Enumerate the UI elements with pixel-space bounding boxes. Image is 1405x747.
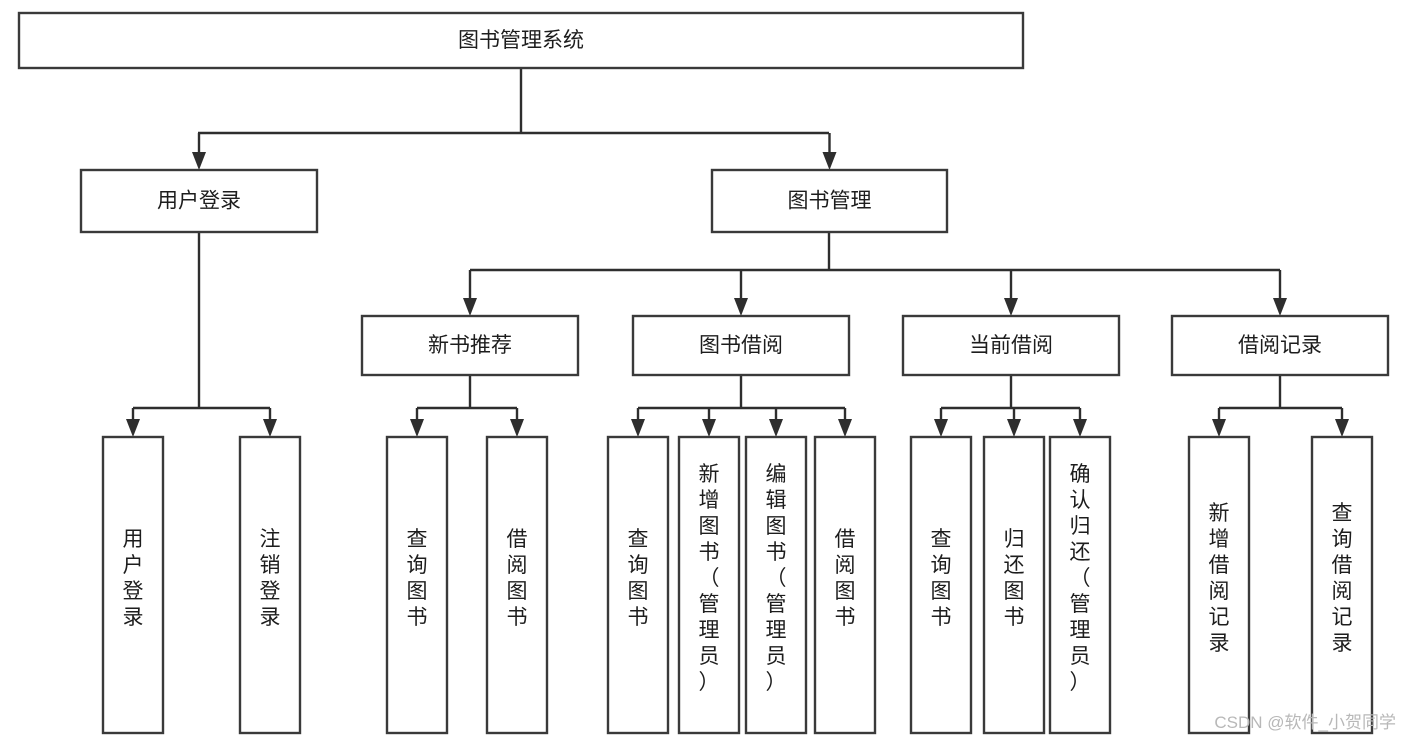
node-leaf-add-borrow-record[interactable]: 新增借阅记录: [1187, 435, 1251, 735]
node-user-login[interactable]: 用户登录: [79, 168, 319, 234]
node-leaf-return-book[interactable]: 归还图书: [982, 435, 1046, 735]
arrow-to-borrow-record-head: [1273, 298, 1287, 316]
arrow-to-leaf-return-book-head: [1007, 419, 1021, 437]
node-label-book-management: 图书管理: [788, 190, 872, 213]
node-box-leaf-add-borrow-record: [1187, 435, 1251, 735]
node-box-current-borrow: [901, 314, 1121, 377]
node-box-leaf-user-login: [101, 435, 165, 735]
node-leaf-user-login[interactable]: 用户登录: [101, 435, 165, 735]
node-leaf-query-borrow-record[interactable]: 查询借阅记录: [1310, 435, 1374, 735]
node-box-user-login: [79, 168, 319, 234]
node-leaf-logout[interactable]: 注销登录: [238, 435, 302, 735]
node-leaf-query-book-borrow[interactable]: 查询图书: [606, 435, 670, 735]
node-label-leaf-add-borrow-record: 新增借阅记录: [1209, 502, 1230, 655]
arrow-to-leaf-borrow-book-head: [838, 419, 852, 437]
node-leaf-borrow-book[interactable]: 借阅图书: [813, 435, 877, 735]
node-box-leaf-query-book-borrow: [606, 435, 670, 735]
node-box-leaf-query-borrow-record: [1310, 435, 1374, 735]
arrow-to-leaf-query-book-new-head: [410, 419, 424, 437]
node-leaf-query-book-current[interactable]: 查询图书: [909, 435, 973, 735]
node-label-leaf-borrow-book-new: 借阅图书: [507, 528, 528, 629]
node-label-leaf-query-book-current: 查询图书: [931, 528, 952, 629]
node-leaf-borrow-book-new[interactable]: 借阅图书: [485, 435, 549, 735]
node-box-leaf-borrow-book-new: [485, 435, 549, 735]
node-label-new-book-recommend: 新书推荐: [428, 334, 512, 357]
node-box-new-book-recommend: [360, 314, 580, 377]
connector-layer: [126, 68, 1349, 437]
node-leaf-edit-book[interactable]: 编辑图书（管理员）: [744, 435, 808, 735]
node-label-borrow-record: 借阅记录: [1238, 334, 1322, 357]
arrow-to-current-borrow-head: [1004, 298, 1018, 316]
arrow-to-leaf-add-book-head: [702, 419, 716, 437]
node-label-leaf-user-login: 用户登录: [123, 528, 144, 629]
node-borrow-record[interactable]: 借阅记录: [1170, 314, 1390, 377]
node-box-root: [17, 11, 1025, 70]
node-book-borrow[interactable]: 图书借阅: [631, 314, 851, 377]
node-box-leaf-query-book-new: [385, 435, 449, 735]
node-label-leaf-query-book-new: 查询图书: [407, 528, 428, 629]
arrow-to-leaf-user-login-head: [126, 419, 140, 437]
node-box-leaf-query-book-current: [909, 435, 973, 735]
arrow-to-book-borrow-head: [734, 298, 748, 316]
arrow-to-user-login-head: [192, 152, 206, 170]
node-leaf-query-book-new[interactable]: 查询图书: [385, 435, 449, 735]
arrow-to-leaf-query-book-current-head: [934, 419, 948, 437]
node-leaf-confirm-return[interactable]: 确认归还（管理员）: [1048, 435, 1112, 735]
csdn-watermark: CSDN @软件_小贺同学: [1214, 713, 1396, 732]
node-leaf-add-book[interactable]: 新增图书（管理员）: [677, 435, 741, 735]
node-box-leaf-logout: [238, 435, 302, 735]
node-label-book-borrow: 图书借阅: [699, 334, 783, 357]
node-box-book-borrow: [631, 314, 851, 377]
node-box-leaf-add-book: [677, 435, 741, 735]
node-label-leaf-logout: 注销登录: [260, 528, 281, 629]
node-label-leaf-query-borrow-record: 查询借阅记录: [1332, 502, 1353, 655]
node-new-book-recommend[interactable]: 新书推荐: [360, 314, 580, 377]
node-label-leaf-return-book: 归还图书: [1004, 528, 1025, 629]
node-box-leaf-return-book: [982, 435, 1046, 735]
arrow-to-leaf-query-borrow-record-head: [1335, 419, 1349, 437]
node-box-leaf-borrow-book: [813, 435, 877, 735]
arrow-to-leaf-add-borrow-record-head: [1212, 419, 1226, 437]
node-box-borrow-record: [1170, 314, 1390, 377]
node-book-management[interactable]: 图书管理: [710, 168, 949, 234]
arrow-to-leaf-logout-head: [263, 419, 277, 437]
node-label-current-borrow: 当前借阅: [969, 334, 1053, 357]
arrow-to-book-management-head: [822, 152, 837, 170]
node-label-leaf-add-book: 新增图书（管理员）: [699, 463, 720, 694]
node-label-user-login: 用户登录: [157, 190, 241, 213]
node-label-leaf-query-book-borrow: 查询图书: [628, 528, 649, 629]
node-label-leaf-confirm-return: 确认归还（管理员）: [1070, 463, 1091, 694]
arrow-to-leaf-confirm-return-head: [1073, 419, 1087, 437]
node-label-root: 图书管理系统: [458, 29, 584, 52]
node-box-leaf-confirm-return: [1048, 435, 1112, 735]
node-layer: 图书管理系统用户登录图书管理新书推荐图书借阅当前借阅借阅记录用户登录注销登录查询…: [17, 11, 1390, 735]
node-label-leaf-borrow-book: 借阅图书: [835, 528, 856, 629]
node-label-leaf-edit-book: 编辑图书（管理员）: [766, 463, 787, 694]
node-box-leaf-edit-book: [744, 435, 808, 735]
node-box-book-management: [710, 168, 949, 234]
node-root[interactable]: 图书管理系统: [17, 11, 1025, 70]
node-current-borrow[interactable]: 当前借阅: [901, 314, 1121, 377]
arrow-to-new-book-recommend-head: [463, 298, 477, 316]
arrow-to-leaf-borrow-book-new-head: [510, 419, 524, 437]
arrow-to-leaf-edit-book-head: [769, 419, 783, 437]
arrow-to-leaf-query-book-borrow-head: [631, 419, 645, 437]
